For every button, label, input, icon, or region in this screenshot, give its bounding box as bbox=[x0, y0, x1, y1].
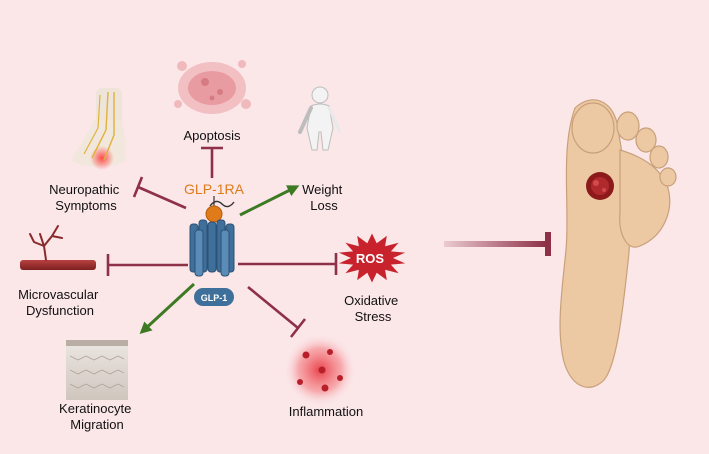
ros-star-icon: ROS bbox=[338, 233, 406, 283]
keratinocyte-label-line1: Keratinocyte bbox=[59, 401, 131, 416]
oxidative-label-line2: Stress bbox=[355, 309, 392, 324]
diabetic-foot-icon bbox=[559, 99, 677, 388]
inhibit-inflammation-line bbox=[247, 285, 299, 330]
promote-weight-arrow bbox=[239, 185, 300, 217]
oxidative-label: Oxidative Stress bbox=[344, 293, 402, 324]
inhibit-ulcer-arrow bbox=[444, 232, 551, 256]
weight-label-line2: Loss bbox=[310, 198, 338, 213]
weight-label: Weight Loss bbox=[302, 182, 346, 213]
weight-label-line1: Weight bbox=[302, 182, 343, 197]
keratinocyte-label: Keratinocyte Migration bbox=[59, 401, 135, 432]
neuropathic-foot-icon bbox=[72, 88, 126, 170]
microvascular-label-line2: Dysfunction bbox=[26, 303, 94, 318]
glp1-receptor-icon: GLP-1 bbox=[189, 196, 235, 306]
glp1-badge bbox=[194, 288, 234, 306]
oxidative-label-line1: Oxidative bbox=[344, 293, 398, 308]
microvascular-label: Microvascular Dysfunction bbox=[18, 287, 102, 318]
inflammation-icon bbox=[284, 334, 356, 406]
drug-label: GLP-1RA bbox=[184, 181, 245, 197]
neuropathic-label-line1: Neuropathic bbox=[49, 182, 120, 197]
body-figure-icon bbox=[298, 86, 342, 151]
ulcer-wound-icon bbox=[586, 172, 614, 200]
apoptosis-cell-icon bbox=[174, 60, 251, 114]
inhibit-neuropathic-line bbox=[137, 185, 187, 210]
promote-keratinocyte-arrow bbox=[139, 282, 196, 335]
inhibit-neuropathic-bar bbox=[132, 176, 144, 198]
inflammation-label: Inflammation bbox=[289, 404, 363, 419]
keratinocyte-label-line2: Migration bbox=[70, 417, 123, 432]
neuropathic-label-line2: Symptoms bbox=[55, 198, 117, 213]
neuropathic-label: Neuropathic Symptoms bbox=[49, 182, 123, 213]
receptor-label: GLP-1 bbox=[201, 293, 228, 303]
apoptosis-label: Apoptosis bbox=[183, 128, 241, 143]
microvascular-label-line1: Microvascular bbox=[18, 287, 99, 302]
blood-vessel-icon bbox=[20, 225, 96, 270]
inhibit-inflammation-bar bbox=[289, 318, 307, 338]
ros-label: ROS bbox=[356, 251, 385, 266]
skin-tissue-icon bbox=[66, 340, 128, 400]
